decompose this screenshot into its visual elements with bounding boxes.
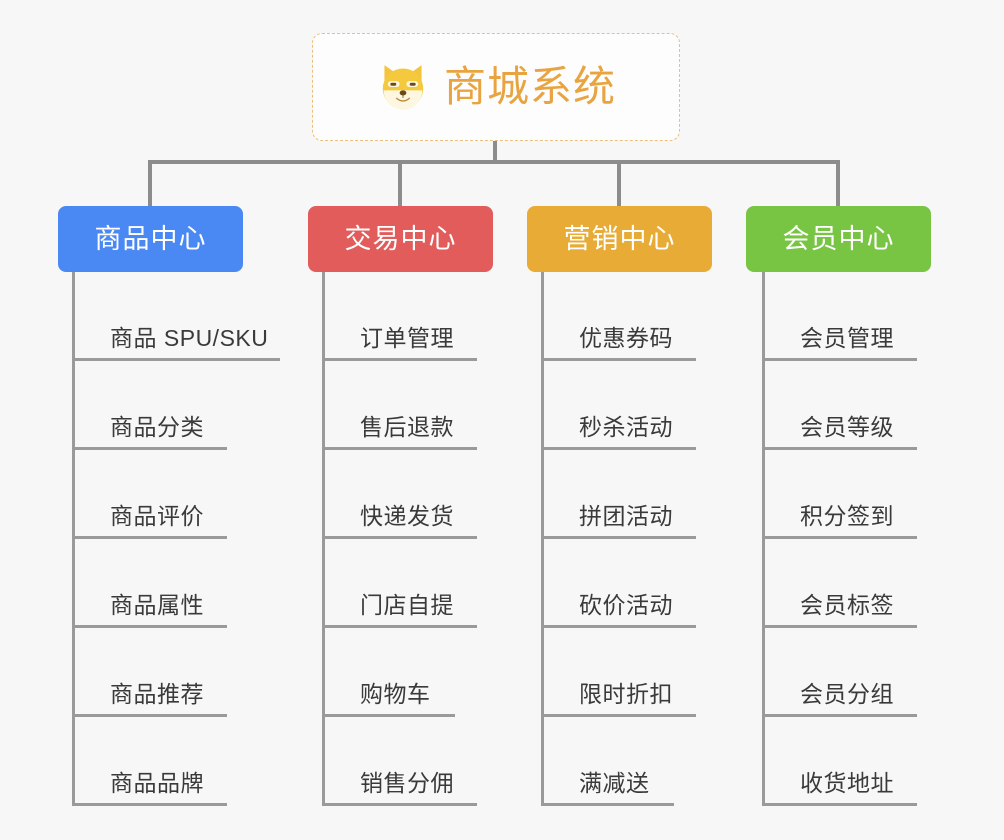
leaf-item-label: 会员管理 [800, 324, 894, 351]
leaf-item-rule [762, 803, 917, 806]
leaf-item-label: 拼团活动 [579, 502, 673, 529]
leaf-item-rule [541, 714, 696, 717]
leaf-item-rule [541, 536, 696, 539]
leaf-item[interactable]: 秒杀活动 [541, 361, 734, 450]
leaf-item-rule [72, 358, 280, 361]
connector-trunk-product-center [72, 272, 75, 806]
category-label: 交易中心 [344, 223, 457, 254]
connector-trunk-trade-center [322, 272, 325, 806]
connector-horizontal-bus [148, 160, 840, 164]
leaf-item[interactable]: 商品品牌 [72, 717, 265, 806]
leaf-item[interactable]: 商品 SPU/SKU [72, 272, 318, 361]
category-node-product-center[interactable]: 商品中心 [58, 206, 243, 272]
connector-trunk-marketing-center [541, 272, 544, 806]
leaf-column-member-center: 会员管理会员等级积分签到会员标签会员分组收货地址 [762, 272, 1004, 806]
leaf-item[interactable]: 快递发货 [322, 450, 515, 539]
category-node-marketing-center[interactable]: 营销中心 [527, 206, 712, 272]
leaf-item-rule [322, 625, 477, 628]
leaf-item-label: 门店自提 [360, 591, 454, 618]
leaf-item[interactable]: 会员分组 [762, 628, 955, 717]
leaf-item[interactable]: 拼团活动 [541, 450, 734, 539]
leaf-item-label: 商品评价 [110, 502, 204, 529]
connector-drop-product-center [148, 160, 152, 208]
leaf-item-label: 优惠券码 [579, 324, 673, 351]
connector-root-stem [493, 141, 497, 163]
leaf-item-label: 会员分组 [800, 680, 894, 707]
leaf-item-label: 收货地址 [800, 769, 894, 796]
category-node-trade-center[interactable]: 交易中心 [308, 206, 493, 272]
leaf-item-rule [762, 358, 917, 361]
leaf-item-rule [72, 714, 227, 717]
category-label: 商品中心 [94, 223, 207, 254]
leaf-item-label: 积分签到 [800, 502, 894, 529]
root-node-mall-system[interactable]: 商城系统 [312, 33, 680, 141]
leaf-item[interactable]: 积分签到 [762, 450, 955, 539]
leaf-item[interactable]: 会员管理 [762, 272, 955, 361]
leaf-item-label: 会员标签 [800, 591, 894, 618]
category-label: 营销中心 [563, 223, 676, 254]
leaf-item[interactable]: 会员标签 [762, 539, 955, 628]
leaf-item-rule [72, 803, 227, 806]
leaf-item-label: 秒杀活动 [579, 413, 673, 440]
leaf-item-label: 会员等级 [800, 413, 894, 440]
leaf-item-rule [322, 536, 477, 539]
connector-trunk-member-center [762, 272, 765, 806]
leaf-item-label: 购物车 [360, 680, 431, 707]
leaf-item[interactable]: 门店自提 [322, 539, 515, 628]
leaf-item-rule [762, 714, 917, 717]
leaf-item-label: 销售分佣 [360, 769, 454, 796]
category-label: 会员中心 [782, 223, 895, 254]
leaf-item-rule [72, 447, 227, 450]
leaf-item[interactable]: 商品属性 [72, 539, 265, 628]
leaf-item-label: 商品推荐 [110, 680, 204, 707]
leaf-item[interactable]: 砍价活动 [541, 539, 734, 628]
leaf-item-rule [322, 714, 455, 717]
leaf-item-rule [322, 358, 477, 361]
leaf-item[interactable]: 商品评价 [72, 450, 265, 539]
leaf-column-marketing-center: 优惠券码秒杀活动拼团活动砍价活动限时折扣满减送 [541, 272, 801, 806]
leaf-item-rule [762, 625, 917, 628]
leaf-item-label: 售后退款 [360, 413, 454, 440]
leaf-item-label: 商品品牌 [110, 769, 204, 796]
leaf-item-label: 商品分类 [110, 413, 204, 440]
leaf-item[interactable]: 收货地址 [762, 717, 955, 806]
leaf-item-rule [322, 447, 477, 450]
leaf-item-rule [762, 536, 917, 539]
leaf-item-rule [541, 358, 696, 361]
leaf-item-rule [541, 625, 696, 628]
leaf-item-rule [322, 803, 477, 806]
leaf-item-label: 满减送 [579, 769, 650, 796]
leaf-item-rule [762, 447, 917, 450]
shiba-dog-face-icon [382, 65, 424, 110]
connector-drop-trade-center [398, 160, 402, 208]
leaf-item[interactable]: 限时折扣 [541, 628, 734, 717]
category-node-member-center[interactable]: 会员中心 [746, 206, 931, 272]
leaf-item[interactable]: 订单管理 [322, 272, 515, 361]
leaf-item[interactable]: 商品推荐 [72, 628, 265, 717]
leaf-item-rule [72, 536, 227, 539]
leaf-item-rule [541, 803, 674, 806]
leaf-item-label: 砍价活动 [579, 591, 673, 618]
leaf-item[interactable]: 满减送 [541, 717, 712, 806]
root-title: 商城系统 [443, 63, 616, 110]
leaf-item[interactable]: 会员等级 [762, 361, 955, 450]
leaf-column-product-center: 商品 SPU/SKU 商品分类商品评价商品属性商品推荐商品品牌 [72, 272, 332, 806]
leaf-item[interactable]: 销售分佣 [322, 717, 515, 806]
connector-drop-member-center [836, 160, 840, 208]
leaf-item-label: 快递发货 [360, 502, 454, 529]
leaf-item-label: 商品 SPU/SKU [110, 324, 269, 351]
leaf-item-label: 限时折扣 [579, 680, 673, 707]
leaf-item[interactable]: 购物车 [322, 628, 493, 717]
leaf-item-rule [72, 625, 227, 628]
leaf-column-trade-center: 订单管理售后退款快递发货门店自提购物车销售分佣 [322, 272, 582, 806]
leaf-item[interactable]: 售后退款 [322, 361, 515, 450]
leaf-item-rule [541, 447, 696, 450]
leaf-item-label: 商品属性 [110, 591, 204, 618]
leaf-item-label: 订单管理 [360, 324, 454, 351]
leaf-item[interactable]: 优惠券码 [541, 272, 734, 361]
connector-drop-marketing-center [617, 160, 621, 208]
leaf-item[interactable]: 商品分类 [72, 361, 265, 450]
